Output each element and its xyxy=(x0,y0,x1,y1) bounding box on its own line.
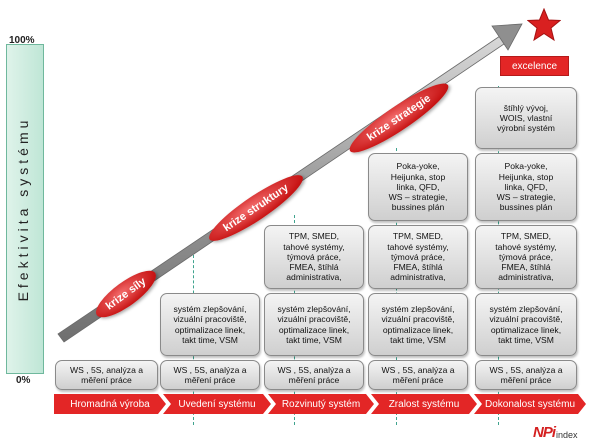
stage-system-introduction: Uvedení systému xyxy=(163,394,271,414)
practice-box: štíhlý vývoj, WOIS, vlastní výrobní syst… xyxy=(475,87,577,149)
practice-box: WS , 5S, analýza a měření práce xyxy=(55,360,158,390)
practice-box: WS , 5S, analýza a měření práce xyxy=(264,360,364,390)
practice-box: WS , 5S, analýza a měření práce xyxy=(368,360,468,390)
practice-box: Poka-yoke, Heijunka, stop linka, QFD, WS… xyxy=(475,153,577,221)
practice-box: systém zlepšování, vizuální pracoviště, … xyxy=(264,293,364,356)
stage-system-perfection: Dokonalost systému xyxy=(474,394,586,414)
practice-box: TPM, SMED, tahové systémy, týmová práce,… xyxy=(475,225,577,289)
practice-box: systém zlepšování, vizuální pracoviště, … xyxy=(368,293,468,356)
pct-top-label: 100% xyxy=(9,35,35,46)
logo-mark: NPi xyxy=(533,424,556,441)
practice-box: Poka-yoke, Heijunka, stop linka, QFD, WS… xyxy=(368,153,468,221)
star-icon xyxy=(527,8,561,42)
stage-mass-production: Hromadná výroba xyxy=(54,394,166,414)
practice-box: TPM, SMED, tahové systémy, týmová práce,… xyxy=(368,225,468,289)
stage-developed-system: Rozvinutý systém xyxy=(268,394,374,414)
npi-index-logo: NPi index xyxy=(533,423,578,441)
y-axis-panel xyxy=(6,44,44,374)
logo-sub: index xyxy=(556,430,578,440)
practice-box: TPM, SMED, tahové systémy, týmová práce,… xyxy=(264,225,364,289)
practice-box: systém zlepšování, vizuální pracoviště, … xyxy=(475,293,577,356)
practice-box: WS , 5S, analýza a měření práce xyxy=(475,360,577,390)
practice-box: systém zlepšování, vizuální pracoviště, … xyxy=(160,293,260,356)
excellence-label: excelence xyxy=(500,56,569,76)
stage-system-maturity: Zralost systému xyxy=(371,394,477,414)
pct-bottom-label: 0% xyxy=(16,375,31,386)
practice-box: WS , 5S, analýza a měření práce xyxy=(160,360,260,390)
